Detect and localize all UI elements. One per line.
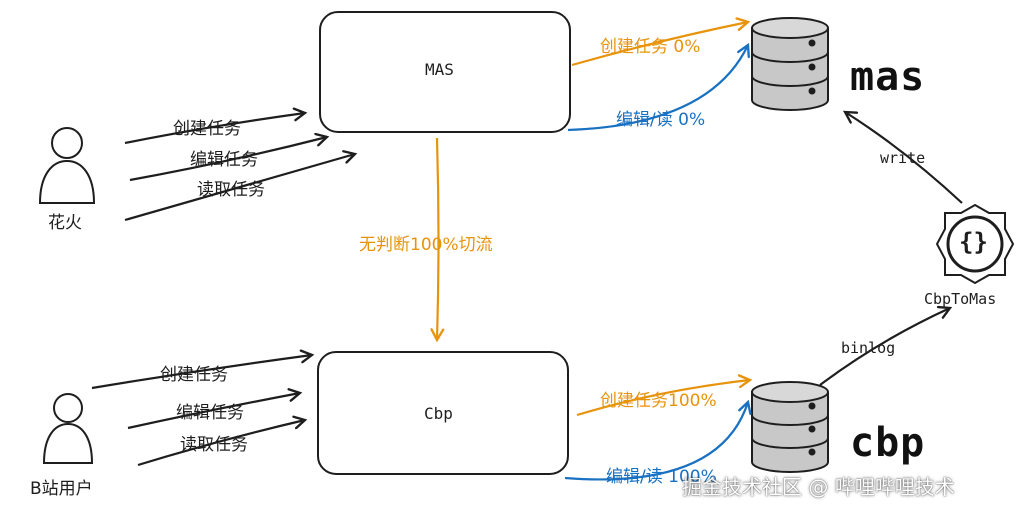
arrow-cbp-db-create <box>576 380 750 417</box>
label-huahuo-read: 读取任务 <box>197 180 265 200</box>
user-icon-huahuo <box>38 127 96 204</box>
label-switch-flow: 无判断100%切流 <box>359 235 493 255</box>
arrow-huahuo-read <box>124 154 355 222</box>
label-bzhan-create: 创建任务 <box>160 365 228 385</box>
cbp-database-label: cbp <box>850 420 926 466</box>
cbptomas-label: CbpToMas <box>924 290 997 308</box>
arrow-bzhan-edit <box>127 393 300 430</box>
cbp-database-icon <box>751 381 829 473</box>
label-mas-db-create: 创建任务 0% <box>600 37 701 57</box>
arrow-mas-db-create <box>571 22 748 67</box>
cbp-service-label: Cbp <box>424 404 453 423</box>
mas-service-box <box>319 11 571 133</box>
watermark-text: 掘金技术社区 @ 哔哩哔哩技术 <box>682 475 955 499</box>
mas-database-label: mas <box>850 54 926 100</box>
label-cbp-db-create: 创建任务100% <box>600 391 717 411</box>
arrow-huahuo-create <box>124 113 305 145</box>
mas-database-icon <box>751 17 829 111</box>
cbptomas-service-icon <box>935 203 1015 285</box>
label-bzhan-read: 读取任务 <box>180 435 248 455</box>
label-write: write <box>880 149 926 167</box>
code-braces-icon: {} <box>959 228 988 256</box>
arrow-cbp-db-edit <box>564 402 748 481</box>
label-huahuo-edit: 编辑任务 <box>190 150 258 170</box>
label-binlog: binlog <box>841 339 896 357</box>
arrow-binlog <box>819 308 950 386</box>
label-huahuo-create: 创建任务 <box>173 119 241 139</box>
mas-service-label: MAS <box>425 60 454 79</box>
arrow-bzhan-read <box>137 420 305 467</box>
arrow-write <box>845 112 963 204</box>
cbp-service-box <box>317 351 569 475</box>
label-mas-db-edit: 编辑/读 0% <box>616 110 706 130</box>
user-label-huahuo: 花火 <box>48 213 82 233</box>
arrow-bzhan-create <box>91 355 312 390</box>
arrow-mas-db-edit <box>567 45 748 132</box>
user-label-bzhan: B站用户 <box>30 479 93 499</box>
label-bzhan-edit: 编辑任务 <box>176 403 244 423</box>
arrow-huahuo-edit <box>129 137 327 182</box>
user-icon-bzhan <box>42 393 94 464</box>
label-cbp-db-edit: 编辑/读 100% <box>606 467 717 487</box>
arrow-switch-flow <box>437 137 439 340</box>
